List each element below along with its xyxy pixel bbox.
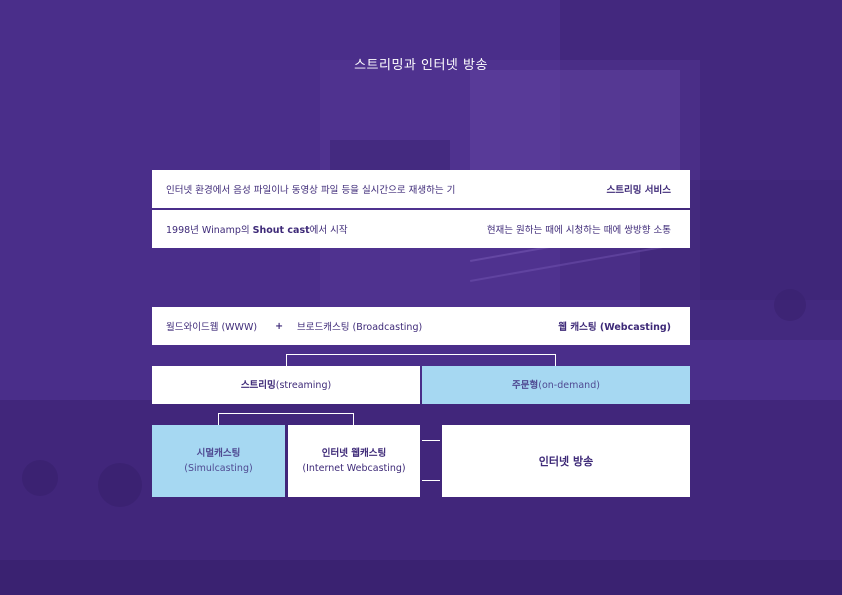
internet-webcasting-line2: (Internet Webcasting) bbox=[302, 463, 406, 474]
row3-left: 월드와이드웹 (WWW) + 브로드캐스팅 (Broadcasting) bbox=[166, 319, 423, 334]
internet-broadcast-box: 인터넷 방송 bbox=[442, 425, 690, 497]
row2-left: 1998년 Winamp의 Shout cast에서 시작 bbox=[166, 222, 348, 236]
internet-webcasting-box: 인터넷 웹캐스팅 (Internet Webcasting) bbox=[288, 425, 420, 497]
broadcasting-label: 브로드캐스팅 (Broadcasting) bbox=[297, 322, 423, 333]
simulcasting-line2: (Simulcasting) bbox=[184, 463, 253, 474]
connector-streaming-split bbox=[218, 413, 354, 426]
ondemand-rest: (on-demand) bbox=[538, 379, 600, 391]
page-title: 스트리밍과 인터넷 방송 bbox=[354, 58, 488, 73]
history-row: 1998년 Winamp의 Shout cast에서 시작 현재는 원하는 때에… bbox=[152, 210, 690, 248]
ondemand-bold: 주문형 bbox=[512, 379, 539, 391]
webcasting-row: 월드와이드웹 (WWW) + 브로드캐스팅 (Broadcasting) 웹 캐… bbox=[152, 307, 690, 345]
row1-description: 인터넷 환경에서 음성 파일이나 동영상 파일 등을 실시간으로 재생하는 기 bbox=[166, 185, 456, 196]
streaming-bold: 스트리밍 bbox=[240, 379, 276, 391]
streaming-rest: (streaming) bbox=[275, 379, 332, 391]
www-label: 월드와이드웹 (WWW) bbox=[166, 322, 258, 333]
simulcasting-box: 시멀캐스팅 (Simulcasting) bbox=[152, 425, 285, 497]
webcasting-label: 웹 캐스팅 (Webcasting) bbox=[558, 322, 671, 333]
row2-shoutcast: Shout cast bbox=[252, 225, 310, 236]
row2-prefix: 1998년 Winamp의 bbox=[166, 225, 253, 236]
row1-label: 스트리밍 서비스 bbox=[606, 185, 672, 196]
row2-right: 현재는 원하는 때에 시청하는 때에 쌍방향 소통 bbox=[486, 225, 671, 236]
plus-sign: + bbox=[275, 320, 284, 332]
internet-broadcast-label: 인터넷 방송 bbox=[538, 454, 594, 468]
connector-line-top bbox=[422, 440, 440, 441]
streaming-service-row: 인터넷 환경에서 음성 파일이나 동영상 파일 등을 실시간으로 재생하는 기 … bbox=[152, 170, 690, 208]
row2-suffix: 에서 시작 bbox=[309, 225, 348, 236]
ondemand-box: 주문형 (on-demand) bbox=[422, 366, 690, 404]
streaming-box: 스트리밍 (streaming) bbox=[152, 366, 420, 404]
connector-line-bottom bbox=[422, 480, 440, 481]
connector-webcasting-split bbox=[286, 354, 556, 367]
simulcasting-line1: 시멀캐스팅 bbox=[196, 448, 241, 459]
internet-webcasting-line1: 인터넷 웹캐스팅 bbox=[321, 448, 387, 459]
